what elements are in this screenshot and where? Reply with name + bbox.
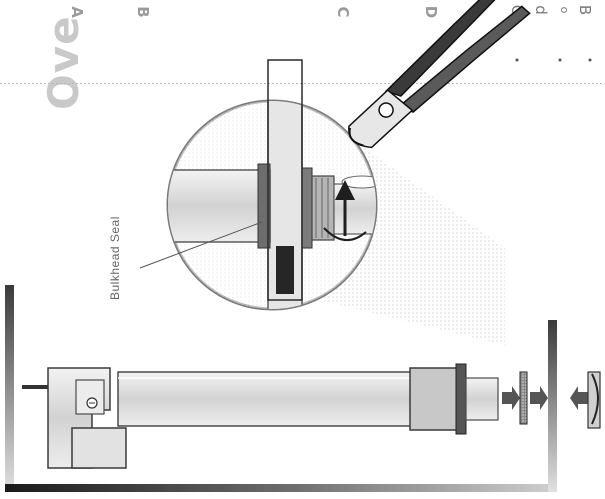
magnifier-circle [166,99,378,311]
wall-section [276,246,294,294]
pipe-assembly [22,363,499,469]
pliers-icon [348,0,531,149]
side-dots [515,58,592,62]
nut-assembly [570,371,601,429]
tank-frame [5,285,557,492]
insert-arrow-icon [502,371,548,425]
rotation-arrow-icon [323,180,367,241]
callout-line [139,221,263,269]
tank-wall [267,59,303,301]
bulkhead-seal-label: Bulkhead Seal [108,216,122,300]
